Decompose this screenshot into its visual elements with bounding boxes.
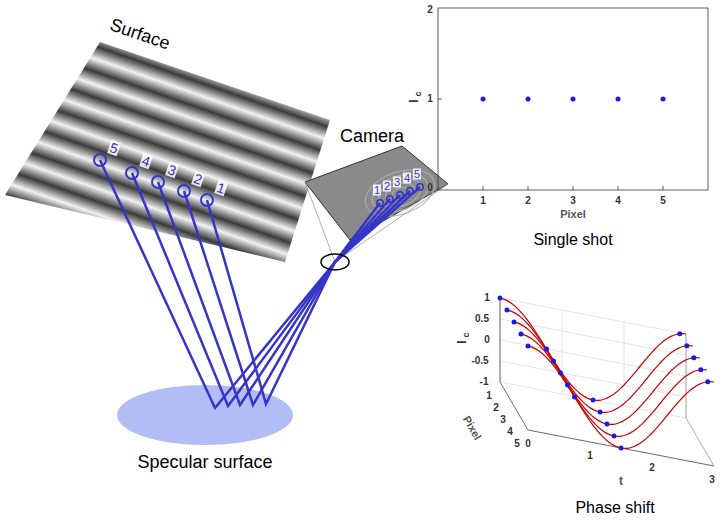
tick-label: 4 <box>507 427 513 437</box>
tick-label: 2 <box>493 403 499 413</box>
axis-label: Pixel <box>461 414 483 442</box>
tick-label: 4 <box>615 196 621 206</box>
axis-label: Pixel <box>560 209 586 220</box>
axis-label: c <box>414 91 423 96</box>
camera-lens <box>321 254 349 270</box>
tick-label: 1 <box>486 391 492 401</box>
tick-label: 0 <box>484 335 490 345</box>
tick-label: 3 <box>570 196 576 206</box>
tick-label: 0 <box>427 183 433 193</box>
specular-label: Specular surface <box>137 453 272 471</box>
tick-label: 5 <box>514 439 520 449</box>
tick-label: 3 <box>709 475 715 485</box>
phase-shift-axes <box>500 298 714 466</box>
axis-label: t <box>619 475 623 487</box>
plot-caption: Single shot <box>533 232 612 248</box>
callout-number: 1 <box>373 185 381 196</box>
phase-curves <box>500 298 714 448</box>
tick-label: 0 <box>525 439 531 449</box>
tick-label: -1 <box>480 377 489 387</box>
tick-label: 2 <box>427 5 433 15</box>
axis-label: I <box>408 99 420 102</box>
callout-number: 3 <box>393 177 401 188</box>
camera-label: Camera <box>340 127 404 145</box>
tick-label: 3 <box>500 415 506 425</box>
tick-label: 5 <box>660 196 666 206</box>
tick-label: -0.5 <box>471 356 488 366</box>
callout-number: 4 <box>403 173 411 184</box>
light-rays <box>100 160 420 408</box>
tick-label: 2 <box>525 196 531 206</box>
axis-label: c <box>462 332 471 337</box>
axis-label: I <box>456 340 468 343</box>
callout-number: 5 <box>413 169 421 180</box>
tick-label: 2 <box>649 463 655 473</box>
surface-label: Surface <box>108 15 173 52</box>
tick-label: 1 <box>427 94 433 104</box>
tick-label: 0.5 <box>475 314 489 324</box>
specular-surface <box>117 385 293 445</box>
tick-label: 1 <box>587 451 593 461</box>
fringe-surface <box>5 42 330 262</box>
single-shot-axes <box>438 8 708 190</box>
tick-label: 1 <box>484 293 490 303</box>
plot-caption: Phase shift <box>575 500 654 516</box>
single-shot-points <box>481 97 666 102</box>
callout-number: 2 <box>383 181 391 192</box>
phase-points <box>498 296 711 451</box>
tick-label: 1 <box>480 196 486 206</box>
